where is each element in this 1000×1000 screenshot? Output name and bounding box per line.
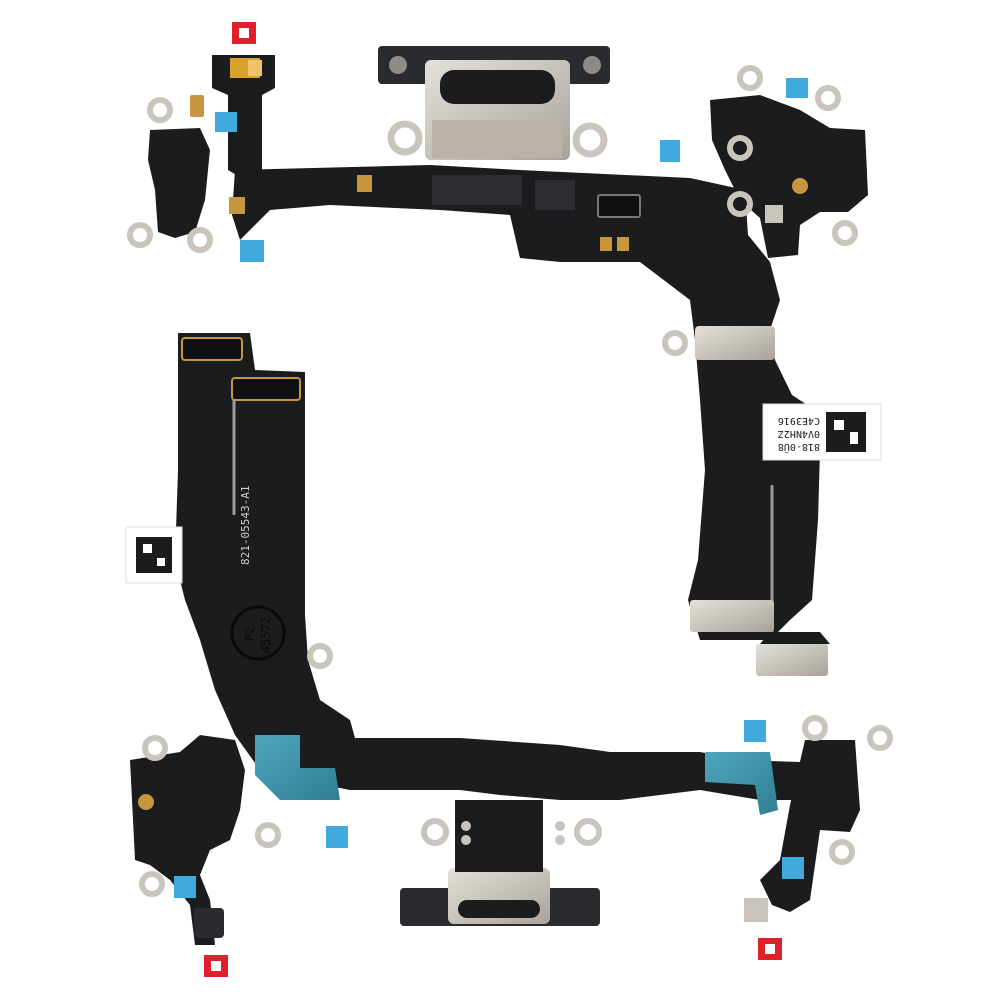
board-connector	[597, 194, 641, 218]
gold-pad	[617, 237, 629, 251]
inspection-stamp	[230, 605, 286, 661]
gold-contact	[461, 835, 471, 845]
mount-ring	[572, 122, 608, 158]
stamp-line-2: 45572	[259, 617, 273, 653]
blue-tape-tab	[174, 876, 196, 898]
bottom-flex-assembly: 821-05543-A1 P2 45572	[125, 333, 893, 977]
red-tape-tab-hole	[211, 961, 221, 971]
teal-shield-sticker	[255, 735, 340, 800]
top-left-flex-arm	[212, 55, 275, 180]
usb-c-tongue	[432, 120, 562, 158]
top-flex-assembly: 818-0Ü8 0V4NH2Z C4E3916	[127, 22, 882, 676]
mic-cap	[248, 60, 262, 76]
mount-ring	[727, 135, 753, 161]
stiffener-plate	[690, 600, 774, 632]
mount-ring	[867, 725, 893, 751]
qr-code-pattern	[834, 420, 844, 430]
gold-pad	[190, 95, 204, 117]
mount-ring	[727, 191, 753, 217]
qr-code-pattern	[143, 544, 152, 553]
mount-ring	[142, 735, 168, 761]
mount-ring	[737, 65, 763, 91]
top-left-antenna-board	[148, 128, 210, 238]
gold-contact	[555, 821, 565, 831]
blue-tape-tab	[786, 78, 808, 98]
metal-bracket	[744, 898, 768, 922]
red-tape-tab-hole	[239, 28, 249, 38]
black-connector-block	[194, 908, 224, 938]
screw-hole	[583, 56, 601, 74]
board-connector	[181, 337, 243, 361]
mount-ring	[662, 330, 688, 356]
stiffener-plate	[756, 644, 828, 676]
sticker-line-1: 818-0Ü8	[778, 441, 820, 454]
qr-code	[136, 537, 172, 573]
qr-code	[826, 412, 866, 452]
bottom-usb-neck	[455, 800, 543, 872]
top-flex-band	[232, 165, 820, 640]
antenna-contact	[138, 794, 154, 810]
mount-ring	[421, 818, 449, 846]
chip	[432, 175, 522, 205]
chip	[535, 180, 575, 210]
blue-tape-tab	[240, 240, 264, 262]
qr-code-pattern	[850, 432, 858, 444]
gold-pad	[600, 237, 612, 251]
mount-ring	[829, 839, 855, 865]
usb-c-opening	[458, 900, 540, 918]
teal-shield-sticker	[705, 752, 778, 815]
mount-ring	[574, 818, 602, 846]
red-tape-tab-hole	[765, 944, 775, 954]
mount-ring	[307, 643, 333, 669]
gold-contact	[461, 821, 471, 831]
usb-c-opening	[440, 70, 555, 104]
blue-tape-tab	[326, 826, 348, 848]
blue-tape-tab	[215, 112, 237, 132]
gold-contact	[555, 835, 565, 845]
antenna-contact	[792, 178, 808, 194]
blue-tape-tab	[782, 857, 804, 879]
right-flex-tail	[760, 632, 830, 644]
mount-ring	[127, 222, 153, 248]
bottom-left-antenna-board	[130, 735, 245, 945]
mount-ring	[832, 220, 858, 246]
top-right-antenna-board	[710, 95, 868, 258]
stamp-line-1: P2	[243, 627, 257, 641]
sticker-line-2: 0V4NH2Z	[778, 428, 820, 439]
part-number-text: 821-05543-A1	[239, 486, 252, 565]
blue-tape-tab	[660, 140, 680, 162]
blue-tape-tab	[744, 720, 766, 742]
mount-ring	[815, 85, 841, 111]
gold-pad	[229, 197, 245, 214]
gold-pad	[357, 175, 372, 192]
mount-ring	[387, 120, 423, 156]
mount-ring	[187, 227, 213, 253]
screw-hole	[389, 56, 407, 74]
qr-code-pattern	[157, 558, 165, 566]
metal-clip	[695, 326, 775, 360]
sticker-line-3: C4E3916	[778, 415, 820, 426]
metal-bracket	[765, 205, 783, 223]
mount-ring	[255, 822, 281, 848]
mount-ring	[147, 97, 173, 123]
mount-ring	[802, 715, 828, 741]
mount-ring	[139, 871, 165, 897]
board-connector	[231, 377, 301, 401]
